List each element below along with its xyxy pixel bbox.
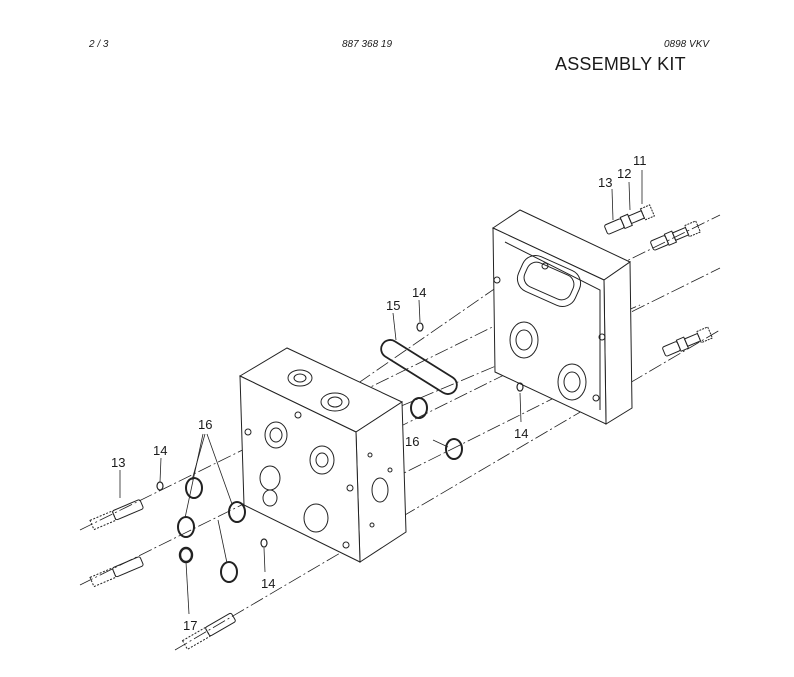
part-label-15: 15 (386, 298, 401, 313)
leader-lines (119, 170, 643, 615)
part-label-14-top: 14 (412, 285, 427, 300)
part-label-14-left: 14 (153, 443, 168, 458)
part-label-16-left: 16 (198, 417, 213, 432)
main-valve-block (238, 347, 407, 563)
part-label-14-bottom: 14 (261, 576, 276, 591)
part-label-16-right: 16 (405, 434, 420, 449)
part-label-13-left: 13 (111, 455, 126, 470)
part-label-13-top: 13 (598, 175, 613, 190)
part-label-14-right: 14 (514, 426, 529, 441)
document-number: 887 368 19 (342, 39, 393, 50)
o-rings-16 (177, 397, 463, 583)
left-springs-13 (89, 499, 236, 651)
right-block (491, 209, 633, 425)
ring-17 (178, 546, 194, 564)
page-number: 2 / 3 (89, 39, 109, 50)
page-title: ASSEMBLY KIT (555, 54, 686, 74)
gasket-ring-15 (380, 339, 458, 395)
part-label-12: 12 (617, 166, 632, 181)
revision-code: 0898 VKV (664, 39, 710, 50)
part-label-11: 11 (633, 153, 647, 168)
part-label-17: 17 (183, 618, 198, 633)
